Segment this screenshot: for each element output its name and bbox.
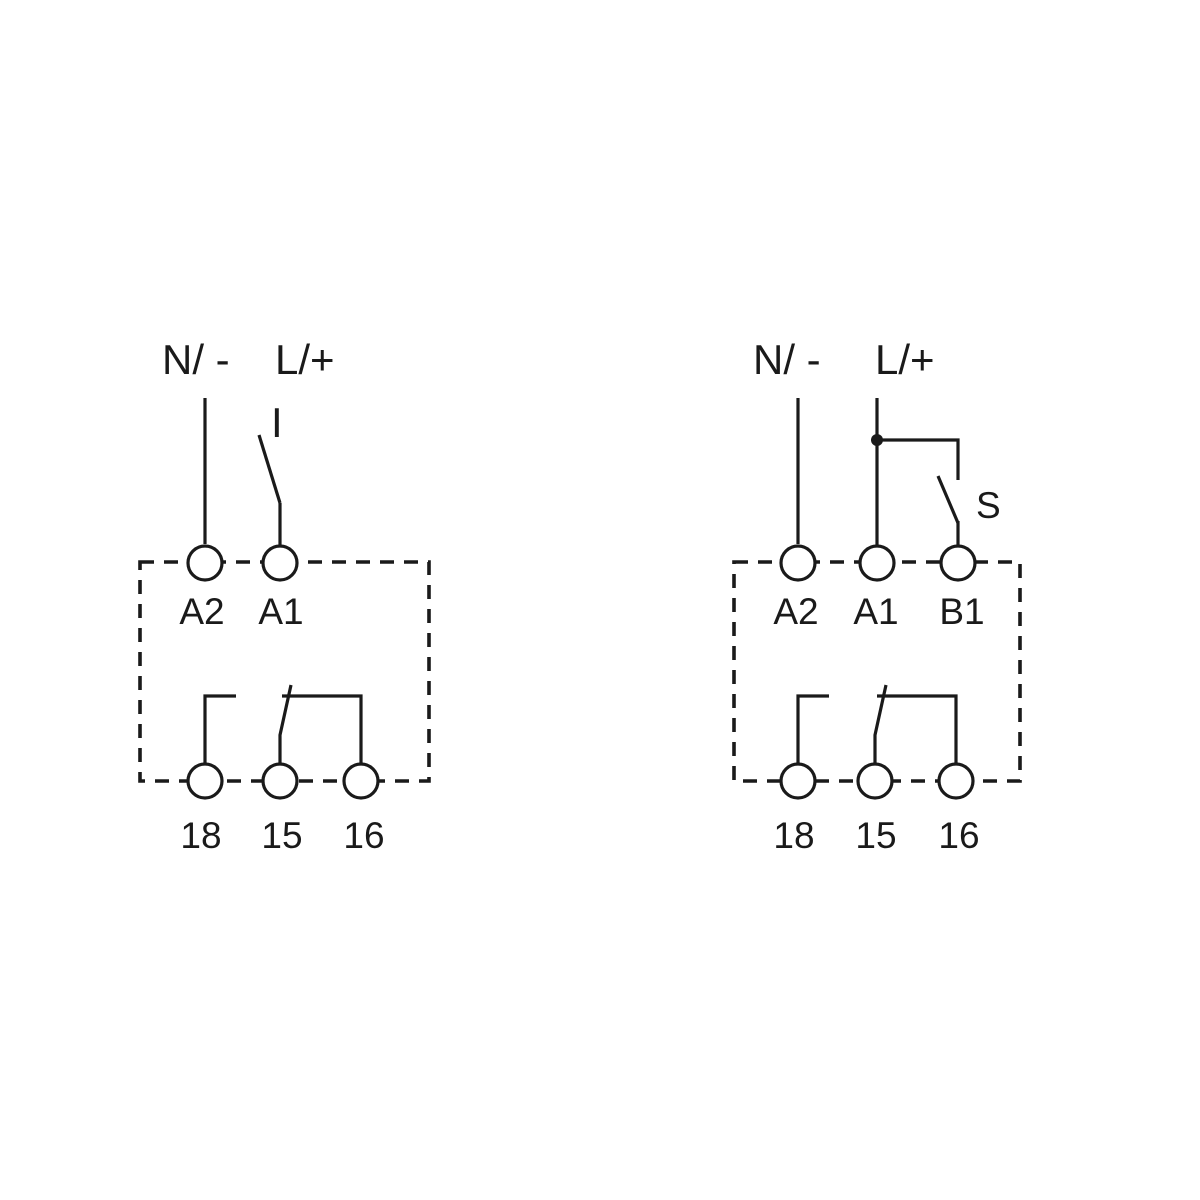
left-terminal-a1	[261, 544, 299, 582]
right-terminal-label-18: 18	[773, 815, 814, 856]
left-terminal-label-15: 15	[261, 815, 302, 856]
right-switch-blade	[936, 475, 960, 524]
left-label-neutral: N/ -	[162, 336, 230, 383]
right-terminal-b1	[939, 544, 977, 582]
right-terminal-18	[779, 762, 817, 800]
right-wire-branch	[877, 438, 960, 480]
right-label-line: L/+	[875, 336, 935, 383]
right-terminal-label-15: 15	[855, 815, 896, 856]
left-switch-label: I	[271, 399, 283, 446]
left-terminal-label-a1: A1	[258, 591, 303, 632]
left-contact-nc	[203, 694, 236, 764]
right-label-neutral: N/ -	[753, 336, 821, 383]
left-terminal-a2	[186, 544, 224, 582]
left-terminal-label-a2: A2	[179, 591, 224, 632]
right-contact-no	[877, 694, 958, 764]
right-switch-label: S	[976, 485, 1001, 526]
left-contact-common	[278, 684, 293, 764]
left-terminal-15	[261, 762, 299, 800]
right-contact-common	[873, 684, 888, 764]
right-terminal-label-16: 16	[938, 815, 979, 856]
right-terminal-16	[937, 762, 975, 800]
right-diagram: N/ - L/+ S A2 A1 B1 18 15 16	[732, 336, 1022, 856]
left-terminal-18	[186, 762, 224, 800]
right-terminal-label-b1: B1	[939, 591, 984, 632]
left-label-line: L/+	[275, 336, 335, 383]
right-terminal-15	[856, 762, 894, 800]
right-terminal-a1	[858, 544, 896, 582]
right-terminal-label-a2: A2	[773, 591, 818, 632]
left-switch-blade	[257, 434, 282, 504]
right-contact-nc	[796, 694, 829, 764]
left-terminal-label-18: 18	[180, 815, 221, 856]
left-terminal-label-16: 16	[343, 815, 384, 856]
left-diagram: N/ - L/+ A2 A1 18 15 16 I	[138, 336, 431, 856]
left-terminal-16	[342, 762, 380, 800]
right-terminal-a2	[779, 544, 817, 582]
right-terminal-label-a1: A1	[853, 591, 898, 632]
left-contact-no	[282, 694, 363, 764]
